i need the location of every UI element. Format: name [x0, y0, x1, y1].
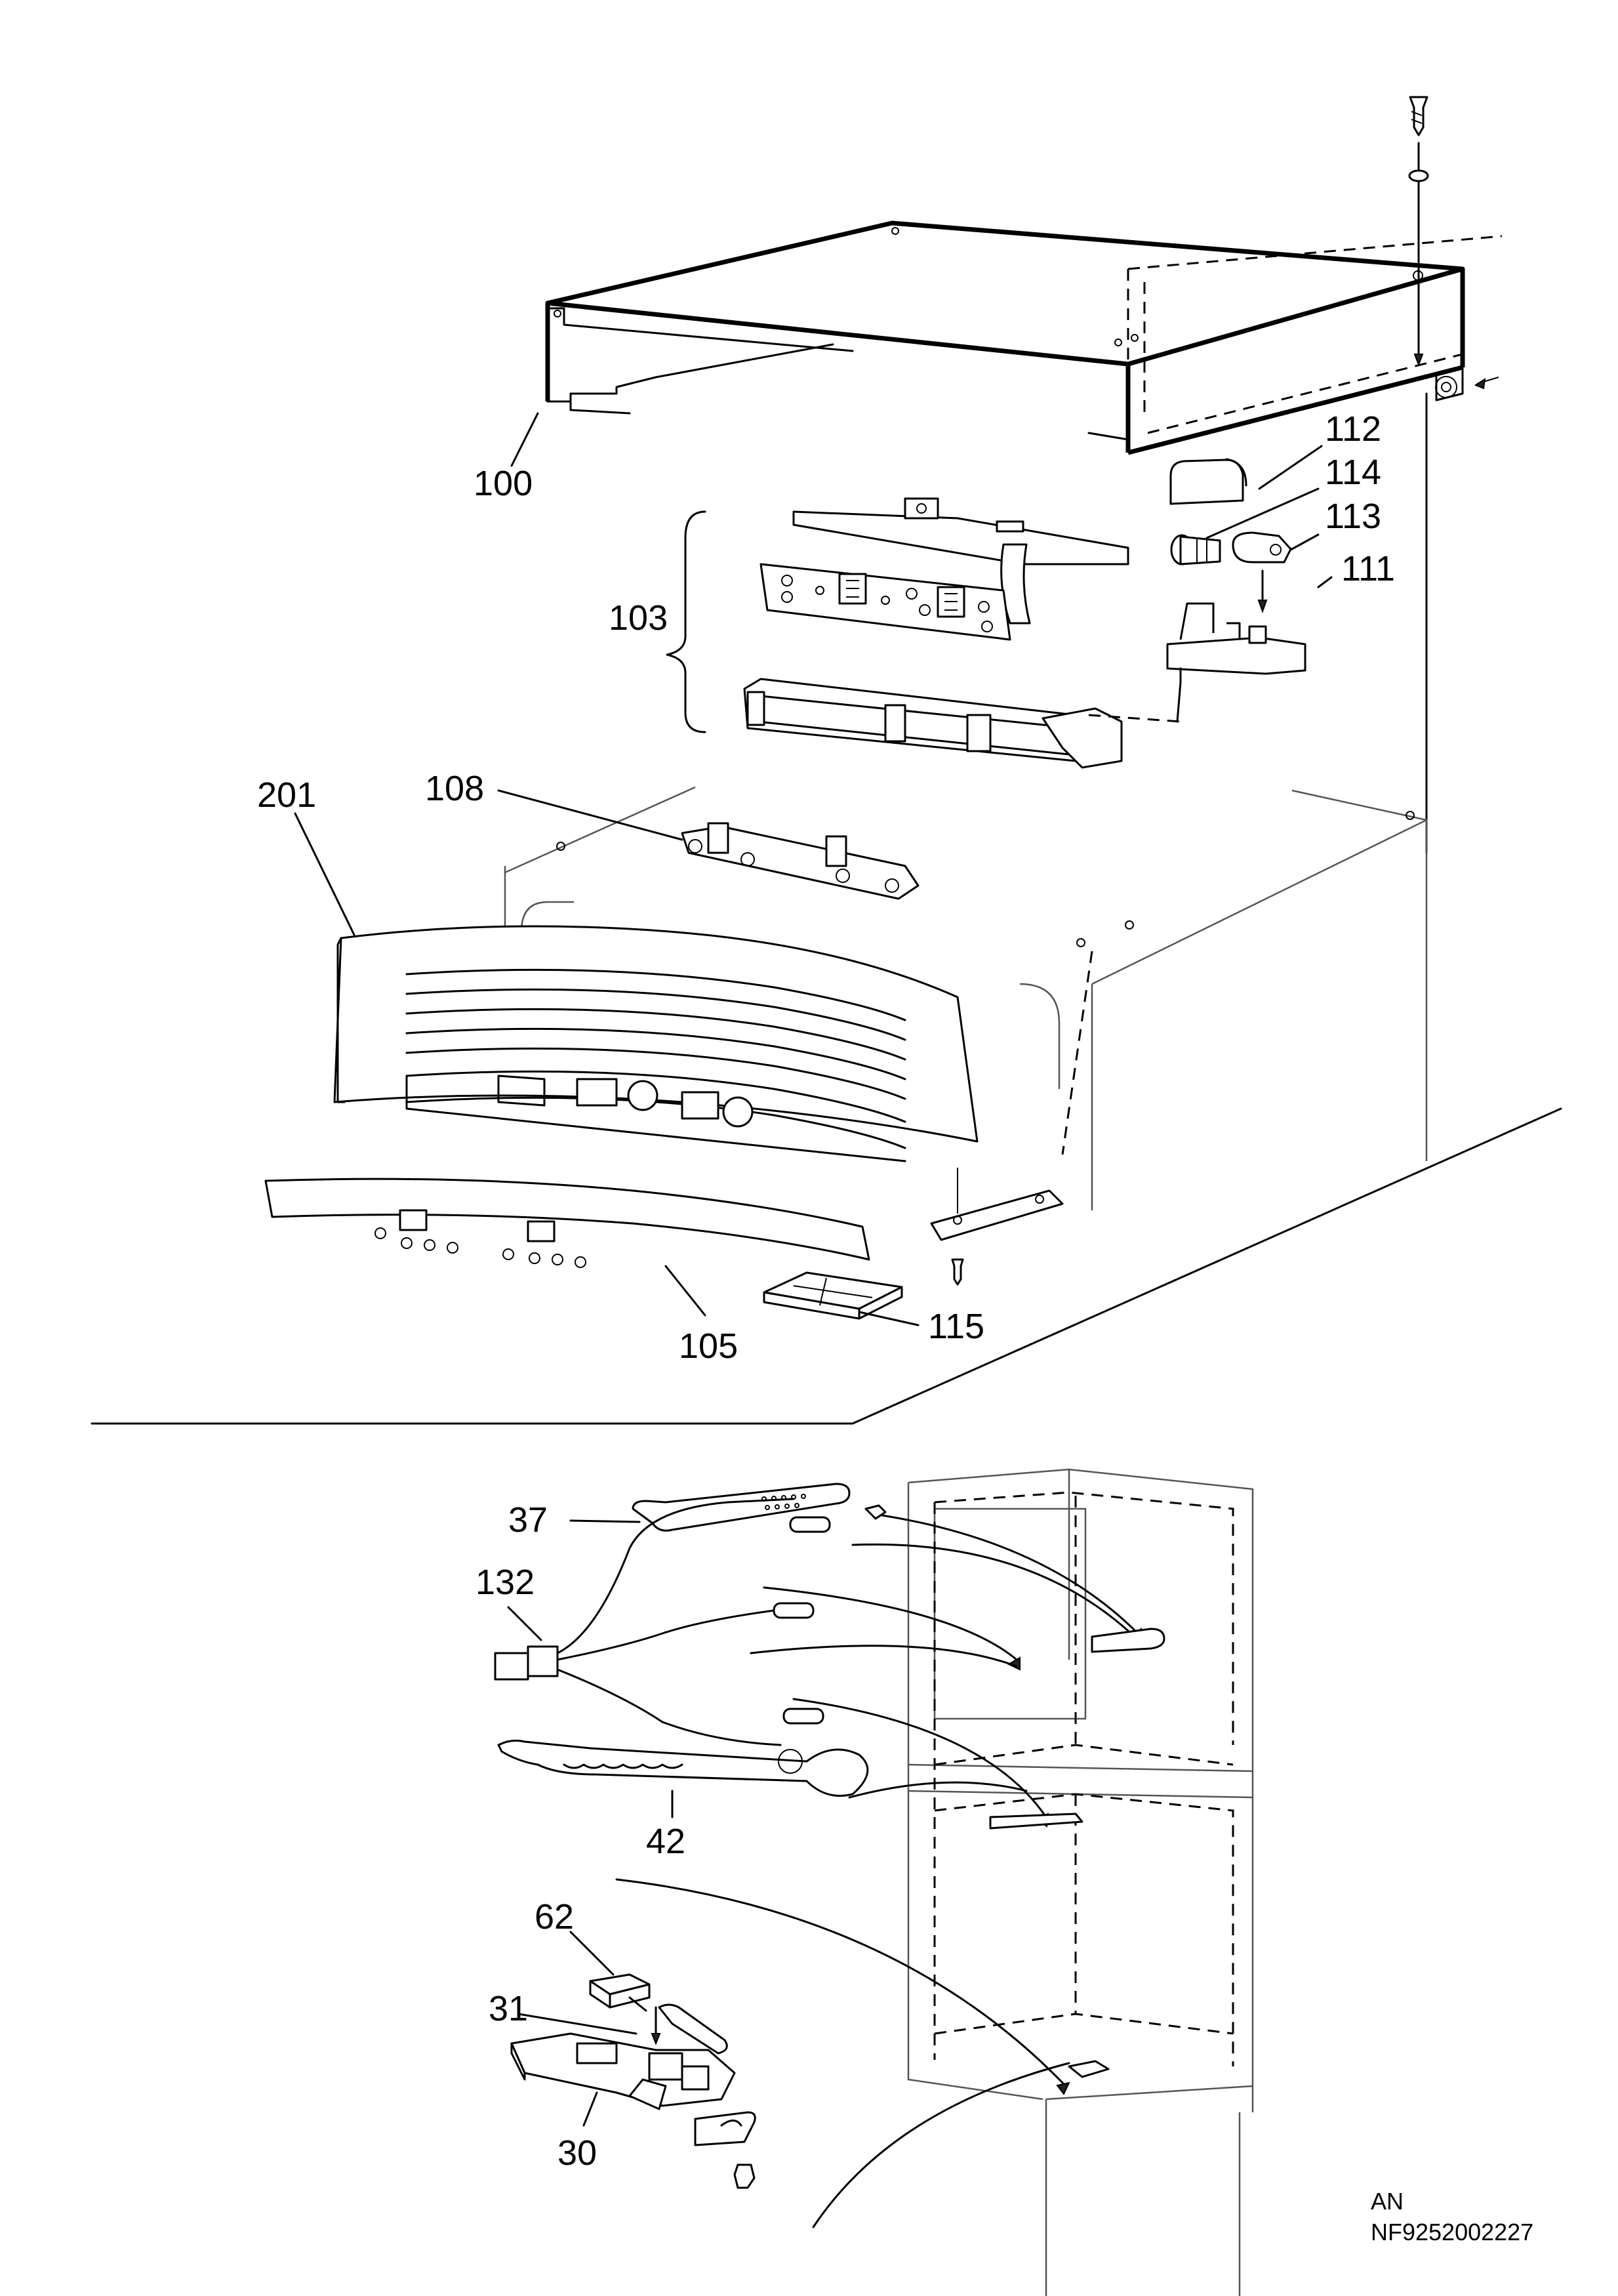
- screw-top: [1408, 96, 1429, 854]
- board-housing-part: [743, 678, 1181, 769]
- sensor-holder-part: [569, 1483, 887, 1532]
- callout-105: 105: [679, 1326, 738, 1366]
- control-panel-front-part: [333, 925, 979, 1162]
- lamp-bracket-assembly-part: [510, 2006, 756, 2189]
- callout-111: 111: [1341, 549, 1395, 588]
- callout-201: 201: [257, 775, 316, 815]
- callout-132: 132: [475, 1563, 535, 1602]
- cover-tray-part: [763, 1271, 903, 1320]
- callout-113: 113: [1325, 497, 1381, 536]
- callout-62: 62: [535, 1897, 574, 1937]
- callout-100: 100: [474, 464, 533, 503]
- heater-cover-part: [569, 1931, 728, 2055]
- callout-103: 103: [609, 598, 668, 638]
- callout-labels: 100 112 114 113 111 103 108 201 105 115 …: [257, 409, 1533, 2245]
- mounted-sensor: [989, 1628, 1165, 2078]
- heater-element-part: [497, 1739, 869, 1818]
- callout-108: 108: [425, 769, 484, 808]
- control-board-top-part: [792, 497, 1129, 625]
- mounting-bracket-part: [681, 822, 920, 900]
- lamp-holder-part: [1232, 531, 1320, 614]
- lamp-bulb-part: [1170, 487, 1320, 565]
- decor-strip-part: [264, 1178, 870, 1268]
- callout-114: 114: [1325, 453, 1381, 492]
- footer-code-line1: AN: [1371, 2188, 1404, 2215]
- display-board-part: [759, 563, 1011, 641]
- callout-30: 30: [557, 2133, 597, 2173]
- callout-31: 31: [489, 1989, 528, 2028]
- callout-42: 42: [646, 1822, 685, 1861]
- callout-112: 112: [1325, 409, 1381, 449]
- callout-37: 37: [508, 1500, 548, 1540]
- lamp-socket-housing-part: [1166, 602, 1306, 723]
- gasket-plate-part: [930, 1168, 1064, 1286]
- cabinet-outline: [504, 786, 1428, 1210]
- section-divider: [91, 1107, 1562, 1425]
- callout-115: 115: [928, 1307, 984, 1346]
- bracket-103: [666, 510, 706, 733]
- refrigerator-cabinet: [907, 1468, 1254, 2296]
- sensor-wiring-harness-part: [494, 1498, 831, 1746]
- lamp-cover-part: [1169, 445, 1323, 505]
- footer-code-line2: NF9252002227: [1371, 2219, 1533, 2245]
